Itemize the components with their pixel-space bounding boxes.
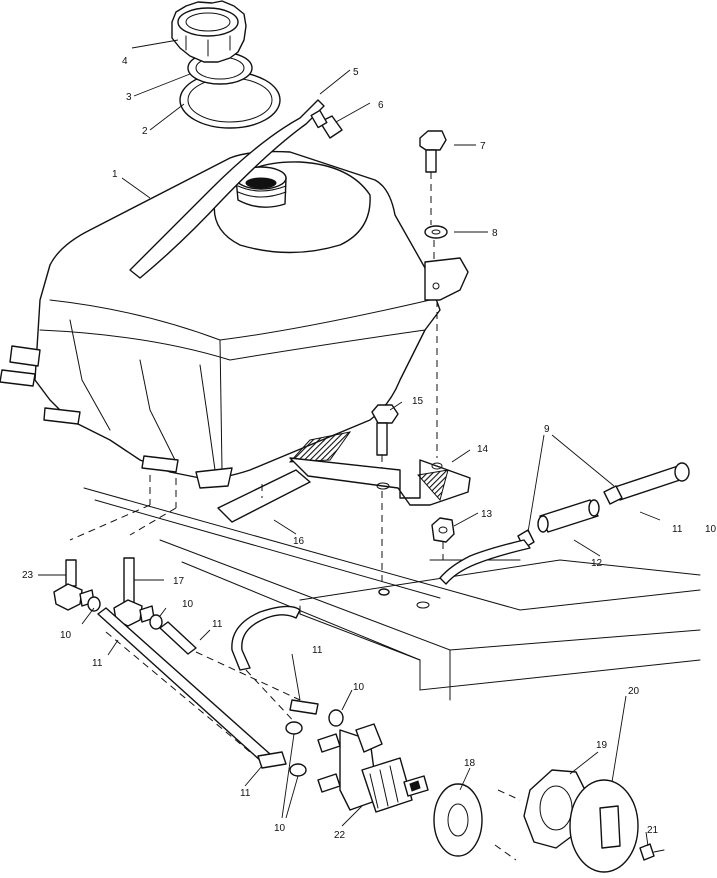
fuel-hoses-11	[97, 605, 319, 769]
vent-fitting	[310, 109, 343, 139]
callout-7: 7	[480, 141, 486, 152]
callout-11-filter: 11	[672, 524, 683, 535]
callout-20: 20	[628, 686, 640, 697]
bolt-15-bracket-14	[289, 404, 471, 596]
callout-8: 8	[492, 228, 498, 239]
callout-3: 3	[126, 92, 132, 103]
valve-hardware	[433, 769, 665, 873]
frame-rails	[83, 487, 701, 701]
callout-12: 12	[591, 558, 603, 569]
fuel-tank	[0, 99, 469, 489]
callout-10-tap23: 10	[60, 630, 72, 641]
callout-15: 15	[412, 396, 424, 407]
callout-23: 23	[22, 570, 34, 581]
callout-16: 16	[293, 536, 305, 547]
callout-9: 9	[544, 424, 550, 435]
callout-14: 14	[477, 444, 489, 455]
fuel-tap-17	[113, 557, 163, 630]
fuel-filter-line	[439, 462, 690, 585]
callout-21: 21	[647, 825, 659, 836]
callout-4: 4	[122, 56, 128, 67]
callout-11-right: 11	[312, 645, 323, 656]
leader-lines	[38, 39, 661, 847]
filler-cap-assembly	[171, 0, 281, 129]
callout-numbers: 1 2 3 4 5 6 7 8 9 10 10 10 10 10 11 11 1…	[22, 56, 717, 841]
pad-16	[217, 469, 311, 523]
callout-6: 6	[378, 100, 384, 111]
callout-10-valve: 10	[353, 682, 365, 693]
callout-18: 18	[464, 758, 476, 769]
callout-13: 13	[481, 509, 493, 520]
callout-10-filter: 10	[705, 524, 717, 535]
callout-11-middle: 11	[212, 619, 223, 630]
callout-22: 22	[334, 830, 346, 841]
hose-clamps-10	[285, 709, 344, 777]
callout-19: 19	[596, 740, 608, 751]
bolt-7-washer-8	[419, 130, 448, 458]
callout-11-left: 11	[92, 658, 103, 669]
callout-17: 17	[173, 576, 185, 587]
callout-1: 1	[112, 169, 118, 180]
callout-5: 5	[353, 67, 359, 78]
fuel-valve-22	[317, 723, 429, 813]
callout-2: 2	[142, 126, 148, 137]
callout-10-tap17: 10	[182, 599, 194, 610]
fuel-tap-23	[53, 475, 177, 612]
callout-10-bottom: 10	[274, 823, 286, 834]
callout-11-bottom: 11	[240, 788, 251, 799]
